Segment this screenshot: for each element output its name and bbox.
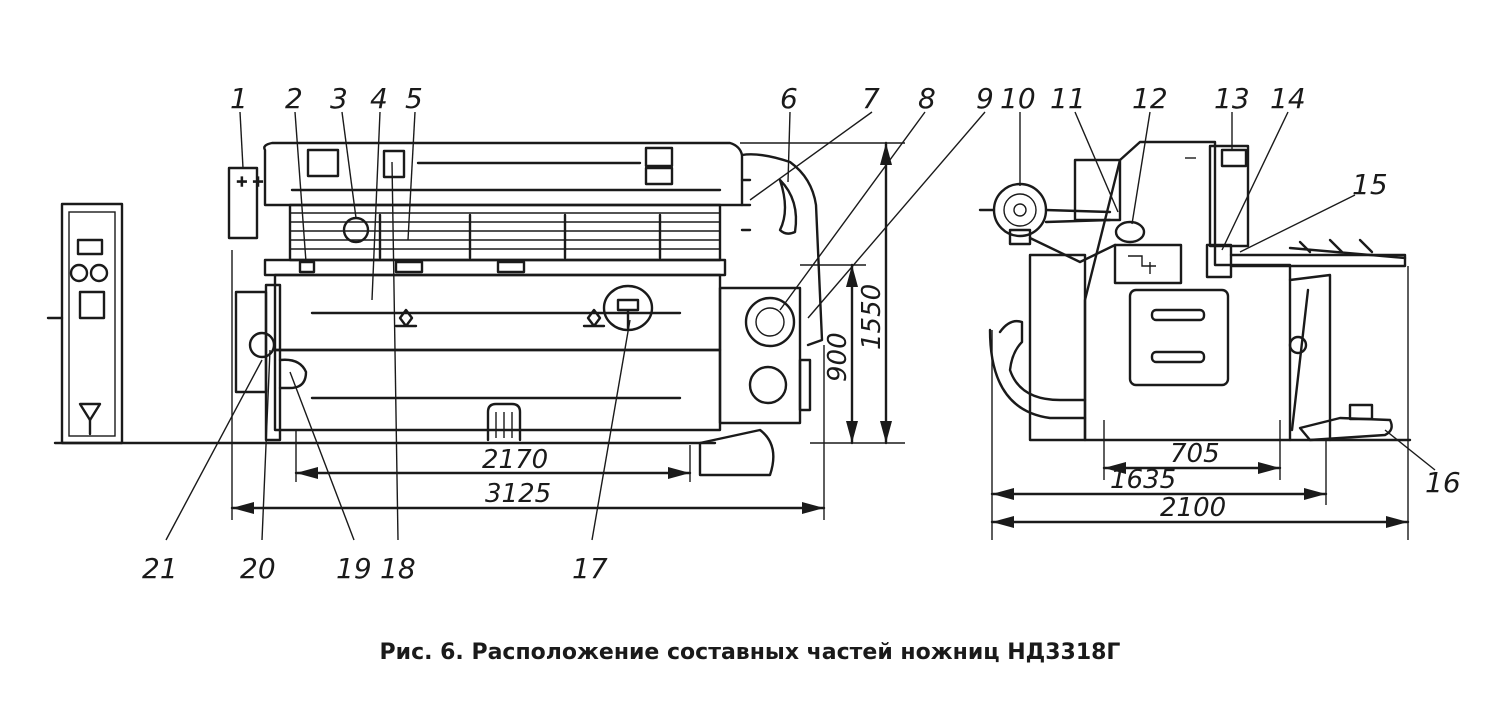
control-cabinet <box>46 202 124 445</box>
dim-1550: 1550 <box>857 284 887 350</box>
foot-pedal <box>1288 403 1412 442</box>
dim-2100: 2100 <box>1160 493 1226 523</box>
front-leaders <box>165 111 986 541</box>
dim-1635: 1635 <box>1110 465 1176 495</box>
side-frame <box>988 140 1292 442</box>
part-label-2: 2 <box>285 82 303 115</box>
part-label-4: 4 <box>370 82 388 115</box>
part-label-20: 20 <box>240 552 276 585</box>
main-beam <box>273 273 722 352</box>
part-label-5: 5 <box>405 82 423 115</box>
part-label-19: 19 <box>336 552 372 585</box>
part-label-17: 17 <box>572 552 608 585</box>
right-drive-housing <box>698 153 824 477</box>
side-leaders <box>1019 111 1436 471</box>
svg-text:+ +: + + <box>236 174 264 190</box>
part-label-14: 14 <box>1270 82 1306 115</box>
part-label-7: 7 <box>862 82 880 115</box>
front-dimensions <box>230 141 905 520</box>
part-label-3: 3 <box>330 82 348 115</box>
part-label-16: 16 <box>1425 466 1461 499</box>
dim-900: 900 <box>823 332 853 382</box>
figure-caption: Рис. 6. Расположение составных частей но… <box>379 640 1121 665</box>
part-labels: 1 2 3 4 5 6 7 8 9 10 11 12 13 14 15 16 1… <box>142 82 1461 585</box>
knife-bar <box>263 258 727 277</box>
part-label-10: 10 <box>1000 82 1036 115</box>
dim-3125: 3125 <box>485 479 551 509</box>
part-label-8: 8 <box>918 82 936 115</box>
part-label-1: 1 <box>230 82 248 115</box>
part-label-21: 21 <box>142 552 178 585</box>
part-label-15: 15 <box>1352 168 1388 201</box>
upper-guard <box>263 141 744 207</box>
side-view <box>978 111 1436 540</box>
part-label-13: 13 <box>1214 82 1250 115</box>
front-view: + + <box>46 111 986 541</box>
left-end-drive <box>234 283 308 442</box>
part-label-9: 9 <box>976 82 994 115</box>
part-label-18: 18 <box>380 552 416 585</box>
part-label-12: 12 <box>1132 82 1168 115</box>
motor <box>978 182 1117 264</box>
dim-2170: 2170 <box>482 445 548 475</box>
dim-705: 705 <box>1170 439 1220 469</box>
dimension-labels: 2170 3125 900 1550 705 1635 2100 <box>482 284 1226 523</box>
part-label-11: 11 <box>1050 82 1086 115</box>
lower-beam <box>273 348 722 442</box>
side-dimensions <box>990 266 1410 540</box>
part-label-6: 6 <box>780 82 798 115</box>
grating <box>288 203 722 262</box>
